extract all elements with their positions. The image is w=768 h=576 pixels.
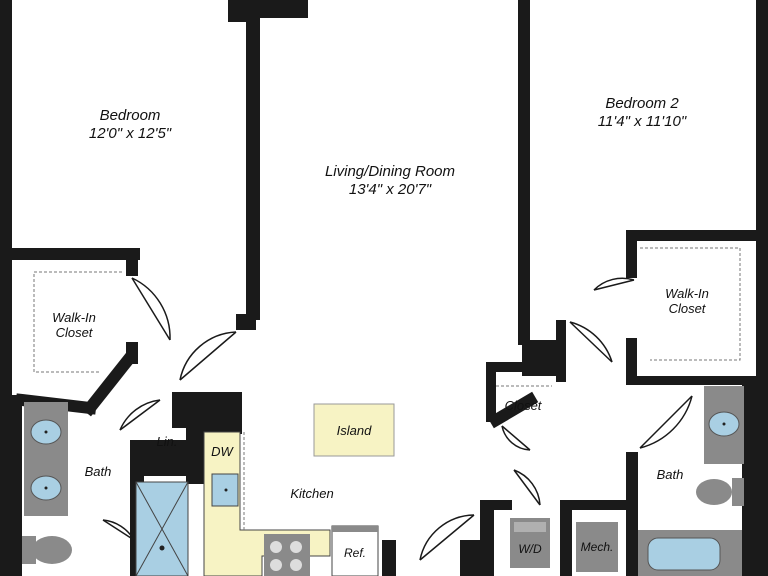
room-labels: Bedroom 12'0" x 12'5" Living/Dining Room… (52, 95, 709, 560)
kitchen-island (313, 403, 395, 457)
closet-label: Closet (505, 398, 543, 413)
linen-label: Lin. (157, 434, 178, 449)
living-dining-size: 13'4" x 20'7" (349, 181, 432, 198)
mech-label: Mech. (581, 540, 614, 554)
bedroom2-size: 11'4" x 11'10" (598, 113, 687, 130)
bath1-fixtures (22, 402, 189, 576)
washer-dryer-label: W/D (518, 542, 542, 556)
kitchen-counters (203, 431, 379, 576)
walk-in-closet2-line2: Closet (669, 301, 707, 316)
walk-in-closet1-line2: Closet (56, 325, 94, 340)
bath2-fixtures (638, 386, 744, 576)
closet-shelves (33, 247, 741, 387)
walk-in-closet2-line1: Walk-In (665, 286, 709, 301)
door-swings (102, 277, 693, 561)
bedroom-label: Bedroom (100, 107, 161, 124)
bath1-label: Bath (85, 464, 112, 479)
island-label: Island (337, 423, 372, 438)
walk-in-closet1-line1: Walk-In (52, 310, 96, 325)
utility-fixtures (510, 518, 618, 572)
dishwasher-label: DW (211, 444, 234, 459)
kitchen-label: Kitchen (290, 486, 333, 501)
bedroom-size: 12'0" x 12'5" (89, 125, 172, 142)
bedroom2-label: Bedroom 2 (605, 95, 679, 112)
bath2-label: Bath (657, 467, 684, 482)
living-dining-label: Living/Dining Room (325, 163, 455, 180)
angled-walls (15, 351, 539, 429)
refrigerator-label: Ref. (344, 546, 366, 560)
